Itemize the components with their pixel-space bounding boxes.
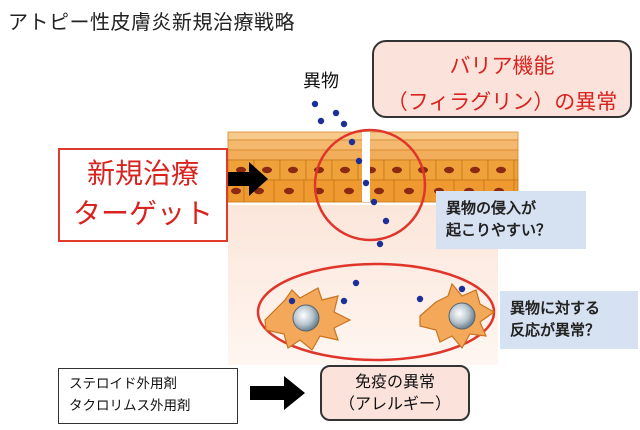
stratum-corneum bbox=[227, 131, 519, 161]
immune-line1: 免疫の異常 bbox=[354, 372, 435, 391]
reaction-line1: 異物に対する bbox=[510, 299, 601, 317]
cell-nucleus bbox=[236, 166, 246, 174]
dendritic-cell-left bbox=[264, 287, 352, 351]
barrier-function-box: バリア機能 （フィラグリン）の異常 bbox=[372, 40, 632, 118]
cell-nucleus bbox=[262, 166, 272, 174]
new-therapy-target-box: 新規治療 ターゲット bbox=[58, 148, 228, 242]
target-line1: 新規治療 bbox=[86, 157, 199, 190]
barrier-line1: バリア機能 bbox=[449, 54, 555, 78]
invasion-line2: 起こりやすい？ bbox=[446, 221, 552, 239]
dendritic-cell-right bbox=[419, 282, 496, 350]
cell-nucleus bbox=[254, 187, 264, 195]
cell-nucleus bbox=[392, 166, 402, 174]
immune-abnormality-box: 免疫の異常 （アレルギー） bbox=[320, 365, 470, 421]
foreign-particles bbox=[288, 100, 466, 305]
target-line2: ターゲット bbox=[72, 197, 213, 230]
diagram-title: アトピー性皮膚炎新規治療戦略 bbox=[8, 10, 295, 34]
barrier-defect-circle bbox=[313, 128, 427, 242]
invasion-line1: 異物の侵入が bbox=[446, 199, 537, 217]
cell-nucleus bbox=[470, 166, 480, 174]
cell-nucleus bbox=[404, 187, 414, 195]
cell-nucleus bbox=[288, 166, 298, 174]
invasion-note: 異物の侵入が 起こりやすい？ bbox=[436, 191, 586, 249]
reaction-note: 異物に対する 反応が異常？ bbox=[500, 291, 638, 349]
epidermis-cell bbox=[513, 159, 519, 181]
cell-nucleus bbox=[444, 166, 454, 174]
immune-line2: （アレルギー） bbox=[338, 394, 451, 413]
drug-line2: タクロリムス外用剤 bbox=[69, 398, 191, 414]
drug-line1: ステロイド外用剤 bbox=[69, 376, 177, 392]
reaction-line2: 反応が異常？ bbox=[510, 321, 601, 339]
cell-nucleus bbox=[344, 187, 354, 195]
arrow-to-immune bbox=[250, 376, 305, 410]
cell-nucleus bbox=[340, 166, 350, 174]
cell-nucleus bbox=[284, 187, 294, 195]
foreign-substance-label: 異物 bbox=[303, 71, 339, 92]
cell-nucleus bbox=[231, 187, 241, 195]
cell-nucleus bbox=[374, 187, 384, 195]
barrier-gap bbox=[362, 132, 370, 202]
barrier-line2: （フィラグリン）の異常 bbox=[386, 90, 618, 114]
current-drugs-box: ステロイド外用剤 タクロリムス外用剤 bbox=[58, 368, 238, 424]
cell-nucleus bbox=[496, 166, 506, 174]
